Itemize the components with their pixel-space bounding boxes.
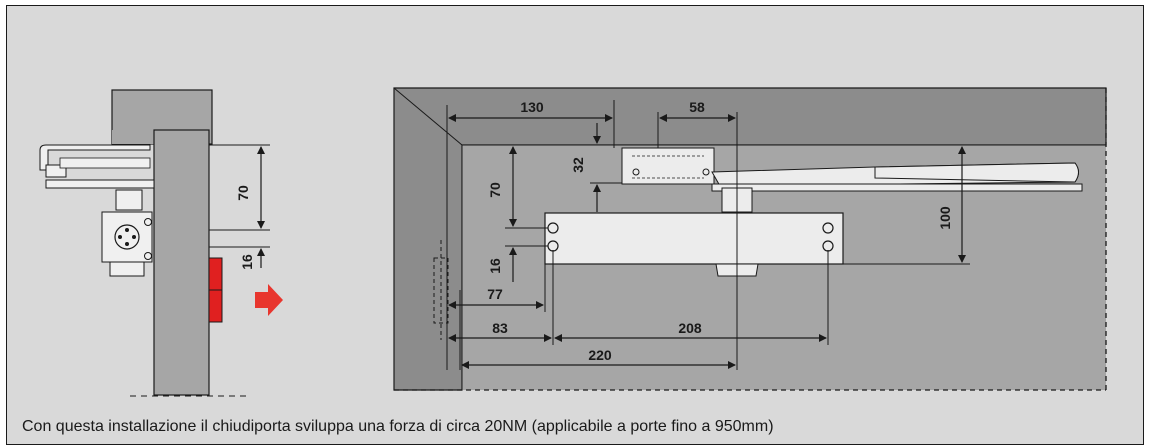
side-dim-16: 16 xyxy=(239,254,255,270)
installation-diagram: 70 16 xyxy=(39,87,1107,397)
dim-32: 32 xyxy=(570,157,586,173)
side-view xyxy=(39,89,283,397)
dim-220: 220 xyxy=(588,347,612,363)
dim-70: 70 xyxy=(487,182,503,198)
dim-83: 83 xyxy=(492,320,508,336)
installation-caption: Con questa installazione il chiudiporta … xyxy=(22,418,774,435)
dim-58: 58 xyxy=(689,99,705,115)
dim-77: 77 xyxy=(487,286,503,302)
dim-130: 130 xyxy=(520,99,544,115)
dim-100: 100 xyxy=(937,206,953,230)
side-frame-strip xyxy=(112,130,156,144)
dim-16: 16 xyxy=(487,258,503,274)
front-view xyxy=(393,87,1107,391)
door-closer-body xyxy=(544,212,844,265)
side-arm xyxy=(39,144,151,171)
side-closer-body xyxy=(101,211,153,263)
push-direction-arrow xyxy=(255,284,283,316)
side-dim-70: 70 xyxy=(235,185,251,201)
side-door-leaf xyxy=(153,129,210,396)
arm-bracket-plate xyxy=(621,147,715,185)
dim-208: 208 xyxy=(678,320,702,336)
